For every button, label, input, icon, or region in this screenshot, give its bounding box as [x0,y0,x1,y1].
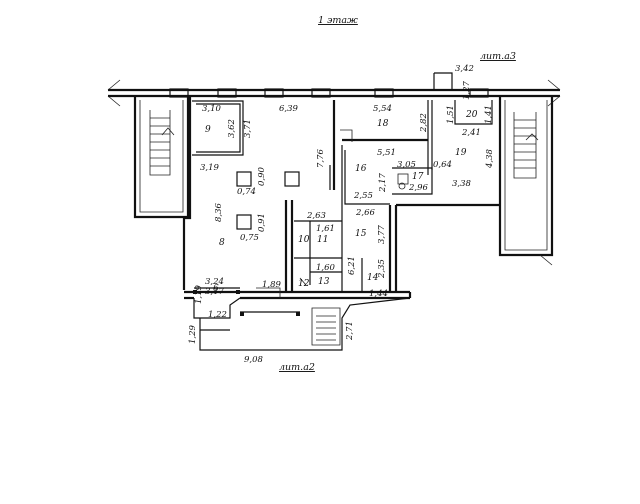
dim: 0,91 [257,213,267,232]
liter-a3-label: лит.а3 [480,51,516,62]
dim: 1,19 [194,284,204,304]
dim: 2,96 [408,183,429,193]
markers [193,290,300,316]
dim: 2,63 [306,211,326,221]
dim: 1,22 [208,310,227,320]
dim: 7,76 [316,148,326,168]
dim: 2,35 [377,259,387,279]
dim: 1,51 [446,105,456,124]
dim: 2,55 [353,191,373,201]
exterior-walls [107,72,561,300]
right-staircase [513,112,539,179]
floor-title: 1 этаж [318,15,358,26]
dim: 1,27 [462,80,472,100]
room-16: 16 [355,164,367,174]
room-18: 18 [377,119,389,129]
entrance-porch [199,297,411,351]
dim: 0,64 [433,160,452,170]
dim: 1,61 [316,224,335,234]
dim: 2,17 [378,172,388,193]
vertical-dimension-labels: 1,27 3,62 3,71 7,76 2,82 1,51 1,41 4,38 … [188,80,495,344]
room-20: 20 [465,110,478,120]
dim: 4,38 [485,148,495,169]
dim: 3,71 [243,119,253,138]
dim: 2,82 [419,113,429,133]
room-6: 6 [213,284,219,294]
left-staircase [149,110,175,176]
dim: 3,62 [227,119,237,138]
room-15: 15 [355,229,367,239]
dim: 3,42 [455,64,474,74]
dimension-labels: 3,10 6,39 5,54 3,42 3,19 5,51 2,41 3,05 … [200,64,481,365]
room-14: 14 [367,273,379,283]
dim: 0,75 [240,233,259,243]
room-13: 13 [318,277,330,287]
dim: 3,19 [200,163,220,173]
room-19: 19 [455,148,467,158]
room-11: 11 [317,235,328,245]
dim: 3,77 [377,224,387,244]
room-12: 12 [298,279,310,289]
dim: 3,10 [202,104,222,114]
dim: 2,71 [345,321,355,341]
dim: 9,08 [244,355,264,365]
dim: 5,51 [377,148,396,158]
dim: 2,66 [355,208,376,218]
interior-walls [192,100,493,319]
room-10: 10 [298,235,310,245]
dim: 3,24 [205,277,224,287]
dim: 1,44 [369,289,388,299]
dim: 5,54 [373,104,392,114]
dim: 6,21 [347,256,357,275]
dim: 1,89 [262,280,282,290]
dim: 6,39 [279,104,299,114]
dim: 8,36 [214,202,224,222]
room-numbers: 6 8 9 10 11 12 13 14 15 16 17 18 19 20 [205,110,478,294]
dim: 2,41 [461,128,481,138]
room-17: 17 [412,172,424,182]
dim: 3,17 [205,287,225,297]
dim: 1,41 [484,105,494,124]
dim: 1,29 [188,324,198,344]
dim: 3,05 [397,160,416,170]
dim: 3,38 [452,179,472,189]
dim: 0,74 [237,187,256,197]
dim: 1,60 [316,263,336,273]
room-8: 8 [219,238,225,248]
room-9: 9 [205,125,211,135]
dim: 0,90 [257,166,267,186]
liter-a2-label: лит.а2 [279,362,315,373]
